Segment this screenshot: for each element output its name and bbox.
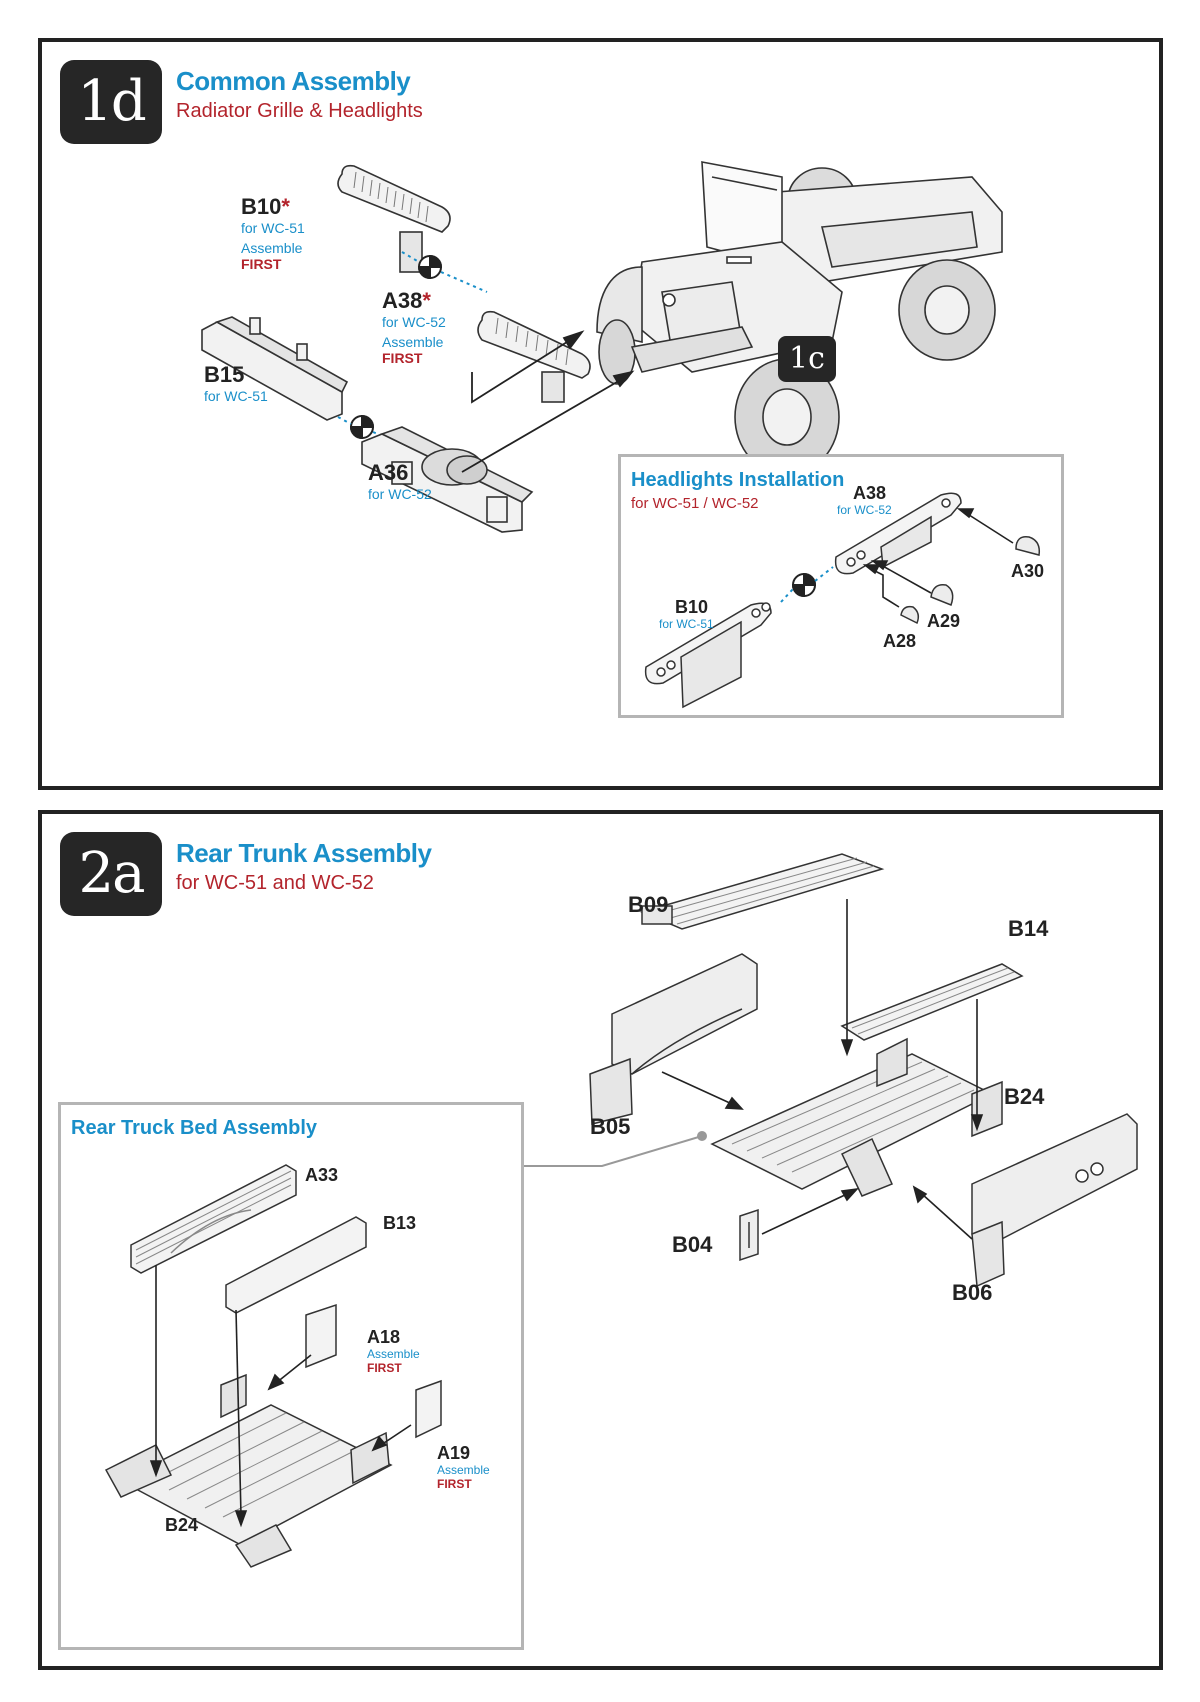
label-b06: B06 xyxy=(952,1280,993,1305)
vehicle-drawing xyxy=(596,161,1003,476)
label-b24: B24 xyxy=(1004,1084,1045,1109)
inset-b10-code: B10 xyxy=(675,597,709,617)
a38-for: for WC-52 xyxy=(382,314,446,330)
glue-icon xyxy=(791,572,817,598)
label-b14: B14 xyxy=(1008,916,1049,941)
step-1d-subtitle: Radiator Grille & Headlights xyxy=(176,100,423,122)
b15-for: for WC-51 xyxy=(204,388,268,404)
assembly-arrows xyxy=(461,330,635,473)
label-a38: A38* xyxy=(382,288,431,314)
truck-bed-drawing xyxy=(589,853,1138,1288)
callout-line xyxy=(524,1131,707,1167)
inset-b10-for: for WC-51 xyxy=(659,617,714,631)
inset-a18-first: FIRST xyxy=(367,1361,402,1375)
truck-bed-inset-drawing xyxy=(104,1164,442,1568)
label-a36: A36 xyxy=(368,460,409,485)
a38-assemble: Assemble xyxy=(382,334,444,350)
part-b15-bumper xyxy=(201,316,349,421)
truck-bed-inset-title: Rear Truck Bed Assembly xyxy=(71,1117,318,1139)
b10-assemble: Assemble xyxy=(241,240,303,256)
label-b09: B09 xyxy=(628,892,669,917)
part-a38-grille xyxy=(477,310,591,403)
step-1d-illustration xyxy=(201,161,1003,533)
step-2a-title: Rear Trunk Assembly xyxy=(176,838,432,868)
label-b15: B15 xyxy=(204,362,245,387)
part-a36-bumper-winch xyxy=(361,426,534,533)
step-2a-panel: 2a Rear Trunk Assembly for WC-51 and WC-… xyxy=(38,810,1163,1670)
label-b05: B05 xyxy=(590,1114,631,1139)
step-badge-2a: 2a xyxy=(60,832,162,916)
inset-a18-code: A18 xyxy=(367,1327,401,1347)
inset-a30: A30 xyxy=(1011,561,1045,581)
headlights-inset-title: Headlights Installation xyxy=(631,469,845,491)
b10-first: FIRST xyxy=(241,256,282,272)
inset-a18-assemble: Assemble xyxy=(367,1347,420,1361)
step-badge-1d: 1d xyxy=(60,60,162,144)
inset-a19-assemble: Assemble xyxy=(437,1463,490,1477)
b10-star: * xyxy=(281,194,290,219)
part-b10-grille xyxy=(337,164,451,273)
a38-code: A38 xyxy=(382,288,423,313)
ref-badge-1c: 1c xyxy=(778,336,836,382)
step-1d-title: Common Assembly xyxy=(176,66,411,96)
headlights-inset-drawing xyxy=(644,492,1041,709)
inset-a19-first: FIRST xyxy=(437,1477,472,1491)
a38-first: FIRST xyxy=(382,350,423,366)
inset-a33: A33 xyxy=(305,1165,339,1185)
step-2a-subtitle: for WC-51 and WC-52 xyxy=(176,872,374,894)
a38-star: * xyxy=(422,288,431,313)
step-2a-illustration xyxy=(524,853,1138,1288)
inset-a29: A29 xyxy=(927,611,961,631)
b10-code: B10 xyxy=(241,194,282,219)
label-b04: B04 xyxy=(672,1232,713,1257)
headlights-inset: Headlights Installation for WC-51 / WC-5… xyxy=(618,454,1064,718)
a36-for: for WC-52 xyxy=(368,486,432,502)
inset-a28: A28 xyxy=(883,631,917,651)
label-b10: B10* xyxy=(241,194,290,220)
truck-bed-arrows xyxy=(149,1265,412,1528)
trunk-assembly-arrows xyxy=(661,899,984,1240)
inset-a19-code: A19 xyxy=(437,1443,471,1463)
step-1d-panel: 1d Common Assembly Radiator Grille & Hea… xyxy=(38,38,1163,790)
inset-a38-code: A38 xyxy=(853,483,887,503)
inset-a38-for: for WC-52 xyxy=(837,503,892,517)
inset-b24: B24 xyxy=(165,1515,199,1535)
b10-for: for WC-51 xyxy=(241,220,305,236)
headlights-inset-subtitle: for WC-51 / WC-52 xyxy=(631,495,759,512)
glue-icon xyxy=(349,254,443,440)
truck-bed-inset: Rear Truck Bed Assembly xyxy=(58,1102,524,1650)
headlight-arrows xyxy=(862,508,1014,608)
inset-b13: B13 xyxy=(383,1213,417,1233)
